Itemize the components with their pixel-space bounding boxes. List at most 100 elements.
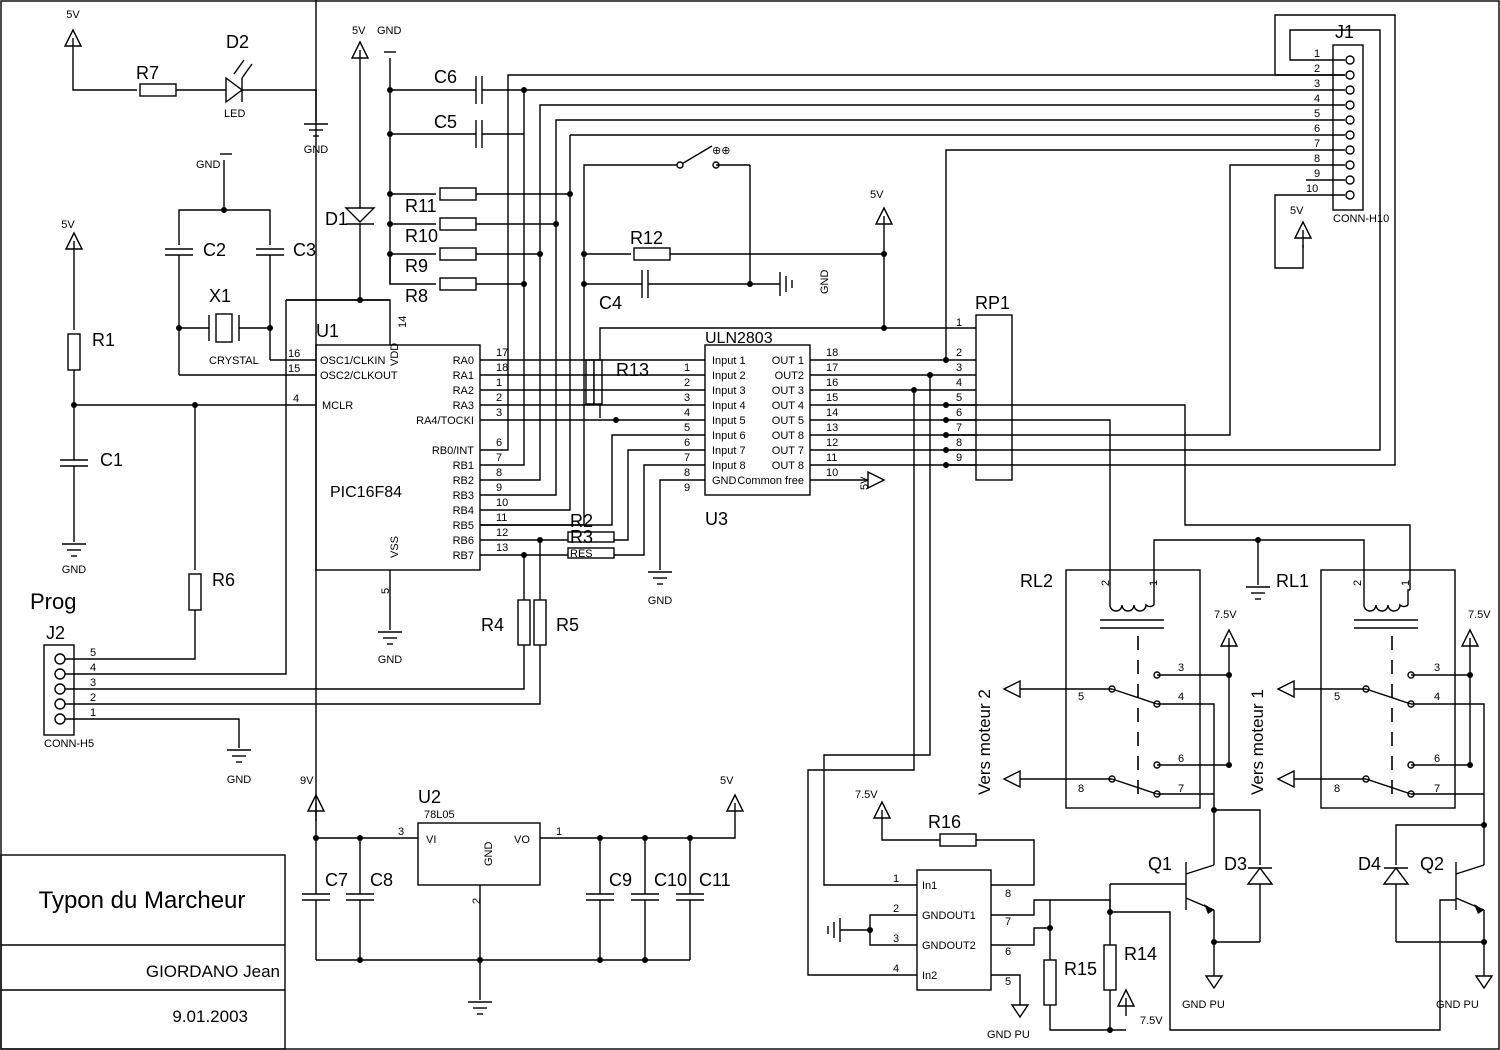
r4-label: R4	[481, 615, 504, 635]
svg-text:1: 1	[684, 362, 690, 374]
svg-text:GNDOUT2: GNDOUT2	[922, 940, 976, 952]
svg-text:GND: GND	[483, 842, 495, 867]
svg-text:5: 5	[1334, 691, 1340, 703]
svg-text:8: 8	[1334, 783, 1340, 795]
svg-text:3: 3	[1314, 78, 1320, 90]
svg-text:6: 6	[684, 437, 690, 449]
svg-text:5: 5	[90, 647, 96, 659]
crystal-label: CRYSTAL	[209, 355, 259, 367]
r10-label: R10	[405, 226, 438, 246]
svg-text:5: 5	[1005, 976, 1011, 988]
driver-ic: In1 GNDOUT1 GNDOUT2 In2 1 2 3 4 8 7 6 5 …	[827, 789, 1456, 1041]
r16-label: R16	[928, 812, 961, 832]
u1-label: U1	[316, 321, 339, 341]
r3-label: R3	[570, 527, 593, 547]
svg-text:7.5V: 7.5V	[855, 789, 878, 801]
r1-label: R1	[92, 330, 115, 350]
svg-text:5V: 5V	[859, 476, 871, 490]
led-circuit: 5V R7 D2 LED GND	[64, 9, 329, 156]
c10-label: C10	[654, 870, 687, 890]
svg-text:GND: GND	[62, 564, 87, 576]
relay-rl1: RL1 2 1 3 4 5 6 7 8 Vers moteur 1	[1245, 537, 1491, 825]
svg-text:Input 8: Input 8	[712, 460, 746, 472]
res-label: RES	[570, 548, 593, 560]
svg-text:GND: GND	[196, 159, 221, 171]
svg-text:2: 2	[956, 347, 962, 359]
connector-j1: J1 1 2 3 4 5 6 7 8 9 10 CONN-H10 5V	[1274, 22, 1389, 269]
svg-text:OUT 5: OUT 5	[772, 415, 804, 427]
svg-text:Input 5: Input 5	[712, 415, 746, 427]
rp1-resistor-pack: RP1 1 2 3 4 5 6 7 8 9	[956, 293, 1013, 481]
svg-text:Input 4: Input 4	[712, 400, 746, 412]
svg-text:OUT 1: OUT 1	[772, 355, 804, 367]
svg-text:RB1: RB1	[453, 460, 474, 472]
svg-text:4: 4	[893, 963, 899, 975]
svg-text:16: 16	[826, 377, 838, 389]
q1-label: Q1	[1148, 854, 1172, 874]
svg-text:7: 7	[496, 452, 502, 464]
led-label: LED	[224, 108, 245, 120]
svg-text:9: 9	[684, 482, 690, 494]
svg-text:Input 3: Input 3	[712, 385, 746, 397]
svg-text:4: 4	[684, 407, 690, 419]
r12-c4: R12 C4 GND 5V	[581, 189, 893, 331]
svg-text:Input 1: Input 1	[712, 355, 746, 367]
j1-label: J1	[1335, 22, 1354, 42]
uln-to-rp1	[807, 14, 1411, 976]
svg-text:3: 3	[496, 407, 502, 419]
r15-label: R15	[1064, 959, 1097, 979]
svg-text:GND: GND	[648, 595, 673, 607]
svg-text:VDD: VDD	[389, 343, 401, 366]
svg-text:VSS: VSS	[389, 536, 401, 558]
svg-text:11: 11	[826, 452, 837, 464]
svg-text:OUT2: OUT2	[775, 370, 804, 382]
svg-text:OUT 8: OUT 8	[772, 460, 804, 472]
svg-text:8: 8	[684, 467, 690, 479]
svg-text:⊕⊕: ⊕⊕	[712, 145, 730, 157]
r11-label: R11	[405, 196, 437, 216]
svg-text:VO: VO	[514, 834, 530, 846]
r12-label: R12	[630, 228, 663, 248]
svg-text:OUT 3: OUT 3	[772, 385, 804, 397]
svg-text:18: 18	[496, 362, 508, 374]
c4-label: C4	[599, 293, 622, 313]
vers-moteur-2: Vers moteur 2	[975, 689, 994, 795]
svg-text:6: 6	[1434, 753, 1440, 765]
svg-text:12: 12	[826, 437, 838, 449]
svg-text:3: 3	[398, 826, 404, 838]
svg-text:8: 8	[956, 437, 962, 449]
svg-text:15: 15	[826, 392, 838, 404]
power-supply-u2: 9V U2 78L05 VI VO GND 3 1 2 C7 C8 5V	[300, 0, 744, 1015]
svg-text:1: 1	[556, 826, 562, 838]
svg-text:3: 3	[893, 933, 899, 945]
svg-text:6: 6	[496, 437, 502, 449]
svg-text:RA4/TOCKI: RA4/TOCKI	[416, 415, 474, 427]
svg-text:4: 4	[1314, 93, 1320, 105]
svg-text:2: 2	[90, 692, 96, 704]
svg-text:9V: 9V	[300, 775, 314, 787]
svg-text:1: 1	[90, 707, 96, 719]
svg-text:4: 4	[90, 662, 96, 674]
svg-text:5V: 5V	[1290, 205, 1304, 217]
svg-text:4: 4	[293, 393, 299, 405]
svg-text:RB7: RB7	[453, 550, 474, 562]
svg-text:17: 17	[496, 347, 508, 359]
svg-text:10: 10	[826, 467, 838, 479]
svg-text:1: 1	[1400, 580, 1412, 586]
svg-text:7: 7	[1005, 916, 1011, 928]
svg-text:RB3: RB3	[453, 490, 474, 502]
r2-label: R2	[570, 511, 593, 531]
svg-text:1: 1	[496, 377, 502, 389]
title-block: Typon du Marcheur GIORDANO Jean 9.01.200…	[0, 854, 286, 1050]
svg-text:17: 17	[826, 362, 838, 374]
svg-text:7: 7	[1178, 783, 1184, 795]
svg-text:In2: In2	[922, 970, 937, 982]
svg-text:1: 1	[956, 317, 962, 329]
svg-text:GND: GND	[378, 654, 403, 666]
svg-text:8: 8	[1314, 153, 1320, 165]
svg-text:GND PU: GND PU	[1436, 999, 1479, 1011]
svg-text:5V: 5V	[870, 189, 884, 201]
svg-text:3: 3	[1434, 662, 1440, 674]
svg-text:OSC1/CLKIN: OSC1/CLKIN	[320, 355, 385, 367]
